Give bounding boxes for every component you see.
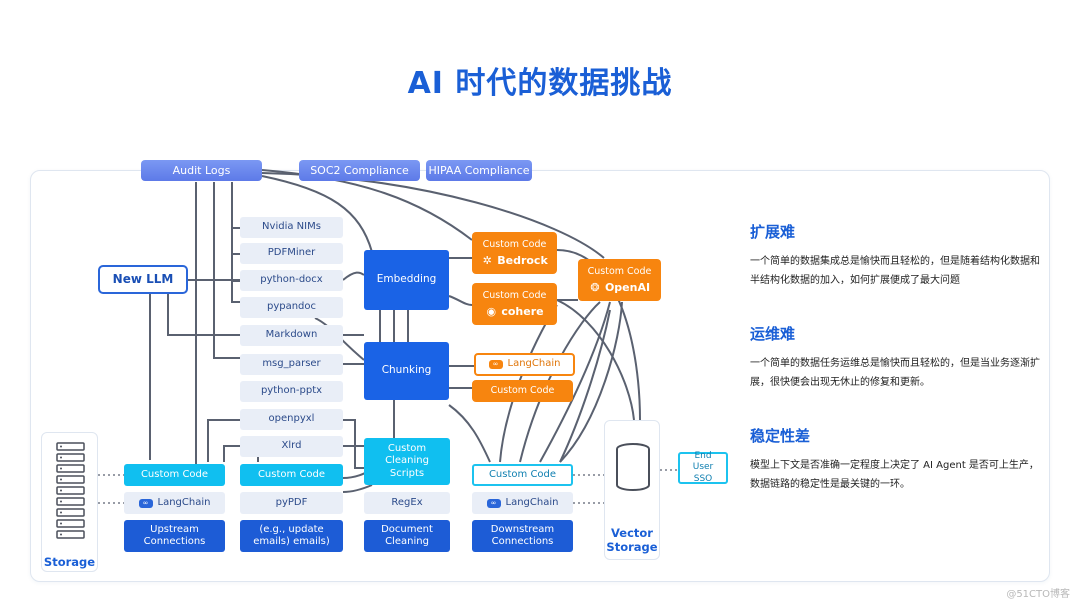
custom-code-bedrock-box: Custom Code ✲ Bedrock [472,232,557,274]
challenge-heading-operations: 运维难 [750,325,796,343]
new-llm-box: New LLM [98,265,188,294]
langchain-label: LangChain [505,496,559,508]
challenge-heading-scaling: 扩展难 [750,223,796,241]
library-markdown: Markdown [240,325,343,346]
library-pdfminer: PDFMiner [240,243,343,264]
storage-rack-icon [56,442,85,539]
regex-box: RegEx [364,492,450,514]
custom-code-label: Custom Code [587,265,652,277]
bedrock-label: Bedrock [497,253,548,267]
downstream-connections-box: Downstream Connections [472,520,573,552]
openai-brand: ❂ OpenAI [589,281,650,295]
library-pypandoc: pypandoc [240,297,343,318]
library-nvidia-nims: Nvidia NIMs [240,217,343,238]
cohere-label: cohere [501,304,544,318]
custom-code-label: Custom Code [482,238,547,250]
soc2-compliance-badge: SOC2 Compliance [299,160,420,181]
upstream-connections-box: Upstream Connections [124,520,225,552]
custom-code-openai-box: Custom Code ❂ OpenAI [578,259,661,301]
cohere-brand: ◉ cohere [485,304,544,319]
page-title: AI 时代的数据挑战 [407,66,673,101]
cohere-icon: ◉ [486,304,497,318]
hipaa-compliance-badge: HIPAA Compliance [426,160,532,181]
custom-code-label: Custom Code [482,289,547,301]
chunking-box: Chunking [364,342,449,400]
library-pypdf: pyPDF [240,492,343,514]
bedrock-brand: ✲ Bedrock [481,254,548,268]
vector-database-icon [616,443,650,491]
langchain-label: LangChain [157,496,211,508]
storage-panel [41,432,98,572]
challenge-heading-stability: 稳定性差 [750,427,811,445]
library-openpyxl: openpyxl [240,409,343,430]
langchain-icon: ∞ [486,498,501,508]
embedding-box: Embedding [364,250,449,310]
langchain-downstream-box: ∞ LangChain [472,492,573,514]
library-python-docx: python-docx [240,270,343,291]
watermark: @51CTO博客 [1006,589,1070,600]
langchain-orange-box: ∞ LangChain [474,353,575,376]
end-user-sso-box: End User SSO [678,451,728,484]
challenge-text-operations: 一个简单的数据任务运维总是愉快而且轻松的，但是当业务逐渐扩展，很快便会出现无休止… [750,358,1040,388]
custom-code-middle-box: Custom Code [240,464,343,486]
custom-code-chunking-box: Custom Code [472,380,573,402]
library-xlrd: Xlrd [240,436,343,457]
document-cleaning-box: Document Cleaning [364,520,450,552]
langchain-label: LangChain [507,358,561,370]
langchain-icon: ∞ [488,360,503,369]
custom-code-cohere-box: Custom Code ◉ cohere [472,283,557,325]
langchain-icon: ∞ [138,498,153,508]
challenge-text-stability: 模型上下文是否准确一定程度上决定了 AI Agent 是否可上生产，数据链路的稳… [750,460,1039,490]
vector-storage-label: Vector Storage [606,526,658,554]
langchain-upstream-box: ∞ LangChain [124,492,225,514]
library-msg-parser: msg_parser [240,354,343,375]
custom-code-downstream-box: Custom Code [472,464,573,486]
openai-label: OpenAI [604,280,651,294]
update-emails-box: (e.g., update emails) emails) [240,520,343,552]
vector-storage-panel [604,420,660,560]
openai-icon: ❂ [590,280,600,294]
challenge-text-scaling: 一个简单的数据集成总是愉快而且轻松的，但是随着结构化数据和半结构化数据的加入，如… [750,256,1040,286]
bedrock-icon: ✲ [482,253,492,267]
storage-label: Storage [43,555,96,569]
custom-cleaning-scripts-box: Custom Cleaning Scripts [364,438,450,485]
library-python-pptx: python-pptx [240,381,343,402]
audit-logs-badge: Audit Logs [141,160,262,181]
custom-code-upstream-box: Custom Code [124,464,225,486]
